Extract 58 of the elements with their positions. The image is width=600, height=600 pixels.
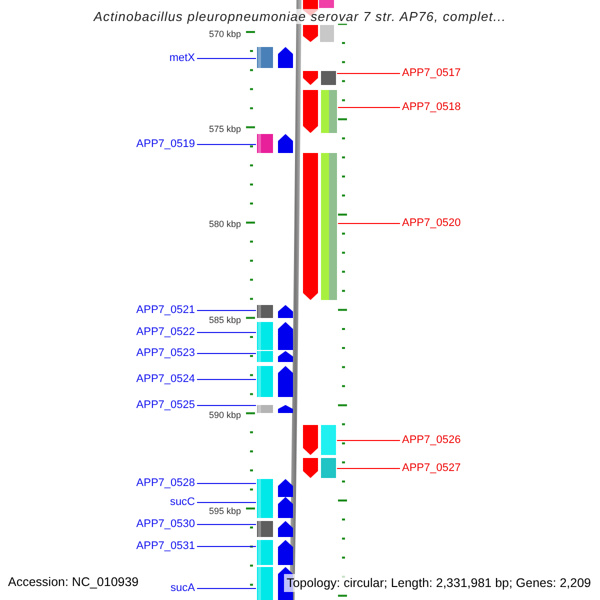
- gene-block: [303, 458, 336, 478]
- leader-line: [196, 483, 256, 484]
- gene-label: APP7_0531: [136, 540, 195, 553]
- leader-line: [196, 524, 256, 525]
- gene-block: [303, 71, 336, 85]
- gene-label: APP7_0522: [136, 326, 195, 339]
- gene-label: APP7_0521: [136, 304, 195, 317]
- gene-label: APP7_0530: [136, 518, 195, 531]
- gene-label: APP7_0526: [402, 434, 461, 447]
- leader-line: [196, 588, 256, 589]
- gene-block: [257, 540, 293, 565]
- leader-line: [196, 144, 256, 145]
- leader-line: [196, 353, 256, 354]
- leader-line: [196, 379, 256, 380]
- gene-block: [257, 351, 293, 362]
- gene-label: APP7_0528: [136, 477, 195, 490]
- title: Actinobacillus pleuropneumoniae serovar 7 str. AP76, complet...: [94, 9, 506, 24]
- leader-line: [336, 73, 400, 74]
- scale-label: 575 kbp: [208, 124, 241, 134]
- scale-label: 590 kbp: [208, 410, 241, 420]
- gene-block: [303, 90, 337, 133]
- leader-line: [196, 310, 256, 311]
- gene-label: sucC: [170, 496, 195, 509]
- leader-line: [196, 546, 256, 547]
- gene-block: [257, 405, 293, 413]
- gene-label: APP7_0519: [136, 138, 195, 151]
- leader-line: [338, 107, 400, 108]
- gene-block: [257, 134, 293, 153]
- gene-label: APP7_0518: [402, 101, 461, 114]
- gene-label: APP7_0517: [402, 67, 461, 80]
- gene-block: [257, 47, 293, 68]
- gene-block: [303, 153, 337, 300]
- gene-block: [257, 322, 293, 350]
- leader-line: [336, 440, 400, 441]
- gene-block: [257, 521, 293, 537]
- scale-label: 580 kbp: [208, 219, 241, 229]
- gene-block: [257, 479, 293, 497]
- scale-label: 595 kbp: [208, 506, 241, 516]
- leader-line: [336, 468, 400, 469]
- gene-label: APP7_0524: [136, 373, 195, 386]
- gene-label: sucA: [170, 582, 195, 595]
- info-text: Accession: NC_010939: [8, 574, 139, 590]
- leader-line: [196, 502, 256, 503]
- gene-label: APP7_0525: [136, 399, 195, 412]
- leader-line: [338, 223, 400, 224]
- scale-label: 570 kbp: [208, 29, 241, 39]
- gene-label: APP7_0523: [136, 347, 195, 360]
- leader-line: [196, 405, 256, 406]
- gene-block: [257, 305, 293, 318]
- gene-block: [303, 425, 336, 455]
- scale-label: 585 kbp: [208, 315, 241, 325]
- gene-label: APP7_0520: [402, 217, 461, 230]
- gene-label: metX: [169, 52, 195, 65]
- gene-block: [257, 366, 293, 397]
- gene-block: [257, 497, 293, 518]
- leader-line: [196, 58, 256, 59]
- gene-label: APP7_0527: [402, 462, 461, 475]
- leader-line: [196, 332, 256, 333]
